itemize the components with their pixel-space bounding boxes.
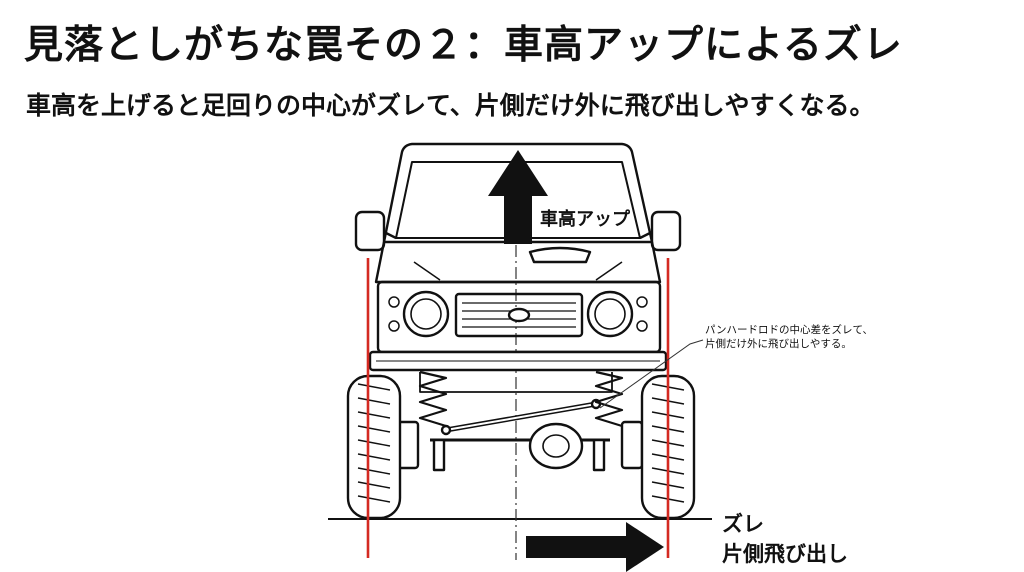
page-title: 見落としがちな罠その２：車高アップによるズレ bbox=[24, 23, 903, 68]
vehicle-front-view bbox=[354, 142, 682, 472]
height-up-label: 車高アップ bbox=[540, 209, 630, 230]
protrusion-label: 片側飛び出し bbox=[722, 542, 848, 566]
callout-leader-line bbox=[599, 339, 704, 409]
panhard-callout: パンハードロドの中心差をズレて、 片側だけ外に飛び出しやする。 bbox=[705, 323, 873, 351]
left-coil-spring bbox=[418, 370, 448, 428]
left-headlight bbox=[402, 290, 450, 338]
right-headlight bbox=[586, 290, 634, 338]
left-mirror bbox=[354, 210, 386, 252]
differential bbox=[528, 422, 584, 470]
left-tire bbox=[346, 374, 402, 520]
callout-line-1: パンハードロドの中心差をズレて、 bbox=[705, 324, 873, 336]
right-mirror bbox=[650, 210, 682, 252]
up-arrow-icon bbox=[488, 150, 548, 244]
page-subtitle: 車高を上げると足回りの中心がズレて、片側だけ外に飛び出しやすくなる。 bbox=[26, 91, 875, 120]
callout-line-2: 片側だけ外に飛び出しやする。 bbox=[705, 338, 852, 350]
right-coil-spring bbox=[594, 370, 624, 428]
shift-label: ズレ bbox=[722, 512, 764, 536]
right-arrow-icon bbox=[526, 522, 664, 572]
grille bbox=[454, 292, 584, 338]
